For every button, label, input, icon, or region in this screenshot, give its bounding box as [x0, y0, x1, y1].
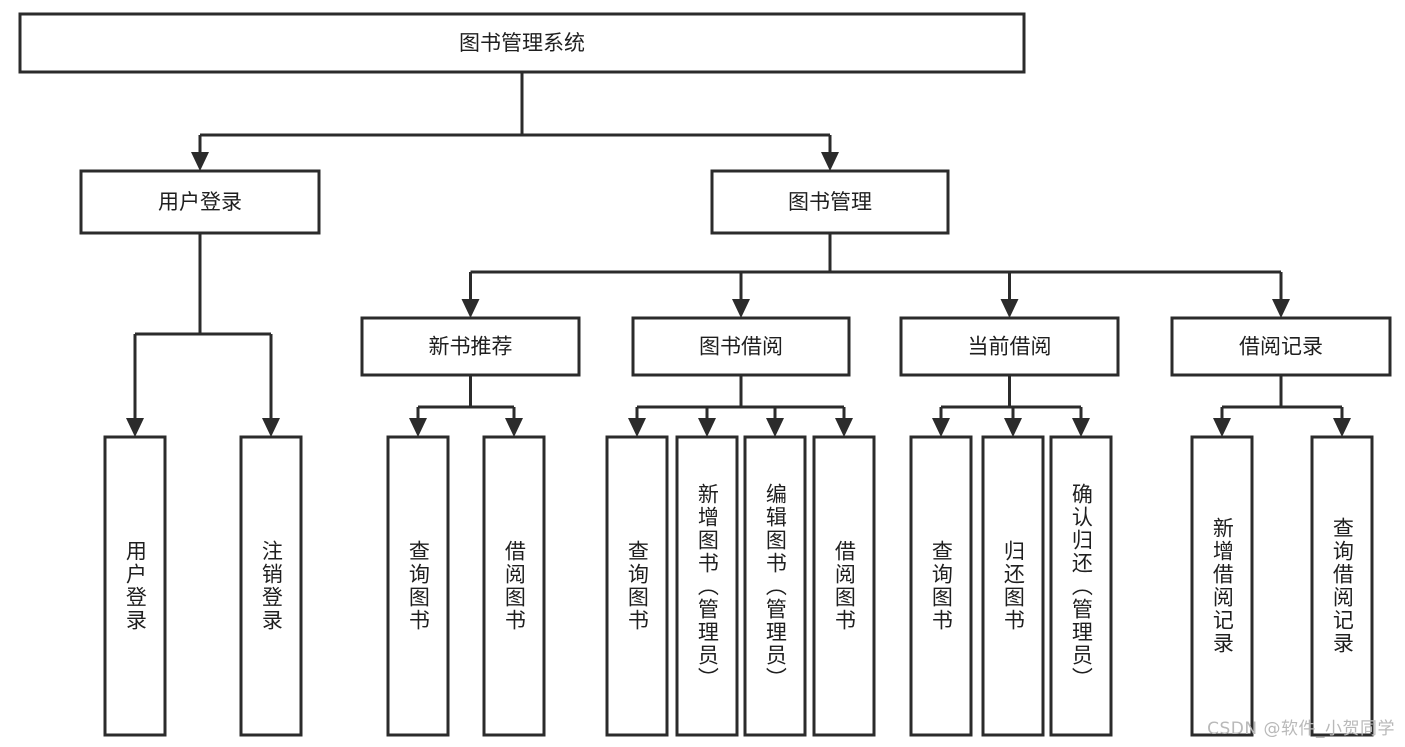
connectors-layer [126, 72, 1351, 437]
node-label-user-login: 用户登录 [158, 190, 242, 214]
node-label-book-borrow: 图书借阅 [699, 335, 783, 359]
node-label-new-book-recommend: 新书推荐 [429, 335, 513, 359]
node-box-leaf-add-borrow-record[interactable] [1190, 435, 1254, 737]
arrow-to-leaf-logout [262, 418, 280, 437]
arrow-to-leaf-add-book [698, 418, 716, 437]
arrow-to-leaf-query-book-recommend [409, 418, 427, 437]
node-box-leaf-logout[interactable] [239, 435, 303, 737]
node-box-current-borrow[interactable] [899, 316, 1120, 377]
arrow-to-leaf-edit-book [766, 418, 784, 437]
arrow-to-leaf-user-login [126, 418, 144, 437]
node-label-book-management: 图书管理 [788, 190, 872, 214]
node-label-borrow-record: 借阅记录 [1239, 335, 1323, 359]
node-box-leaf-confirm-return[interactable] [1049, 435, 1113, 737]
node-box-leaf-query-book-current[interactable] [909, 435, 973, 737]
node-box-leaf-edit-book[interactable] [743, 435, 807, 737]
arrow-to-leaf-query-book-current [932, 418, 950, 437]
arrow-to-leaf-query-book-borrow [628, 418, 646, 437]
arrow-to-leaf-add-borrow-record [1213, 418, 1231, 437]
arrow-to-borrow-record [1272, 299, 1290, 318]
node-box-leaf-borrow-book-recommend[interactable] [482, 435, 546, 737]
node-box-book-borrow[interactable] [631, 316, 851, 377]
node-label-root: 图书管理系统 [459, 31, 585, 55]
csdn-watermark: CSDN @软件_小贺同学 [1207, 719, 1395, 739]
node-box-user-login[interactable] [79, 169, 321, 235]
node-box-new-book-recommend[interactable] [360, 316, 581, 377]
node-box-leaf-add-book[interactable] [675, 435, 739, 737]
arrow-to-current-borrow [1000, 299, 1019, 318]
arrow-to-leaf-query-borrow-record [1333, 418, 1351, 437]
node-box-leaf-query-borrow-record[interactable] [1310, 435, 1374, 737]
node-box-leaf-query-book-recommend[interactable] [386, 435, 450, 737]
node-box-leaf-user-login[interactable] [103, 435, 167, 737]
node-box-leaf-query-book-borrow[interactable] [605, 435, 669, 737]
arrow-to-user-login [191, 152, 209, 171]
arrow-to-new-book-recommend [461, 299, 480, 318]
arrow-to-leaf-borrow-book [835, 418, 853, 437]
node-box-book-management[interactable] [710, 169, 950, 235]
arrow-to-leaf-confirm-return [1072, 418, 1090, 437]
node-box-leaf-return-book[interactable] [981, 435, 1045, 737]
node-box-borrow-record[interactable] [1170, 316, 1392, 377]
arrow-to-book-borrow [732, 299, 750, 318]
arrow-to-book-management [821, 152, 839, 171]
node-box-leaf-borrow-book[interactable] [812, 435, 876, 737]
node-label-current-borrow: 当前借阅 [968, 335, 1052, 359]
arrow-to-leaf-borrow-book-recommend [505, 418, 523, 437]
node-box-root[interactable] [18, 12, 1026, 74]
arrow-to-leaf-return-book [1004, 418, 1022, 437]
